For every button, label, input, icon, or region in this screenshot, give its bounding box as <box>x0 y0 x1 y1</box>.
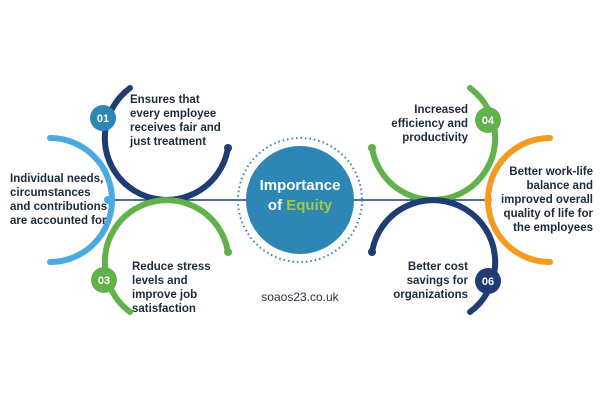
center-title-line1: Importance <box>259 177 341 194</box>
footer-website: soaos23.co.uk <box>261 290 339 304</box>
item-02-text: Individual needs, circumstances and cont… <box>10 173 108 227</box>
center-dotted-ring <box>237 137 363 263</box>
center-title-line2: of Equity <box>248 196 352 216</box>
center-circle <box>246 146 354 254</box>
center-title-of: of <box>267 197 283 214</box>
item-03-text: Reduce stress levels and improve job sat… <box>132 261 211 315</box>
badge-01-number: 01 <box>97 113 109 125</box>
ring-02-dot <box>104 196 112 204</box>
badge-04-number: 04 <box>482 115 495 127</box>
badge-04 <box>475 107 501 133</box>
badge-03-number: 03 <box>98 275 110 287</box>
item-01-text: Ensures that every employee receives fai… <box>130 94 221 148</box>
badge-06 <box>475 268 501 294</box>
ring-03-dot <box>224 248 232 256</box>
center-title: Importance of Equity <box>248 176 352 216</box>
item-04-text: Increased efficiency and productivity <box>391 104 468 144</box>
item-06-text: Better cost savings for organizations <box>393 261 468 301</box>
badge-06-number: 06 <box>482 276 494 288</box>
ring-05-dot <box>484 196 492 204</box>
badge-03 <box>91 267 117 293</box>
center-title-accent: Equity <box>286 197 333 214</box>
item-05-text: Better work-life balance and improved ov… <box>500 166 593 234</box>
ring-06-dot <box>368 248 376 256</box>
ring-04-dot <box>368 144 376 152</box>
badge-01 <box>90 105 116 131</box>
ring-01-dot <box>224 144 232 152</box>
